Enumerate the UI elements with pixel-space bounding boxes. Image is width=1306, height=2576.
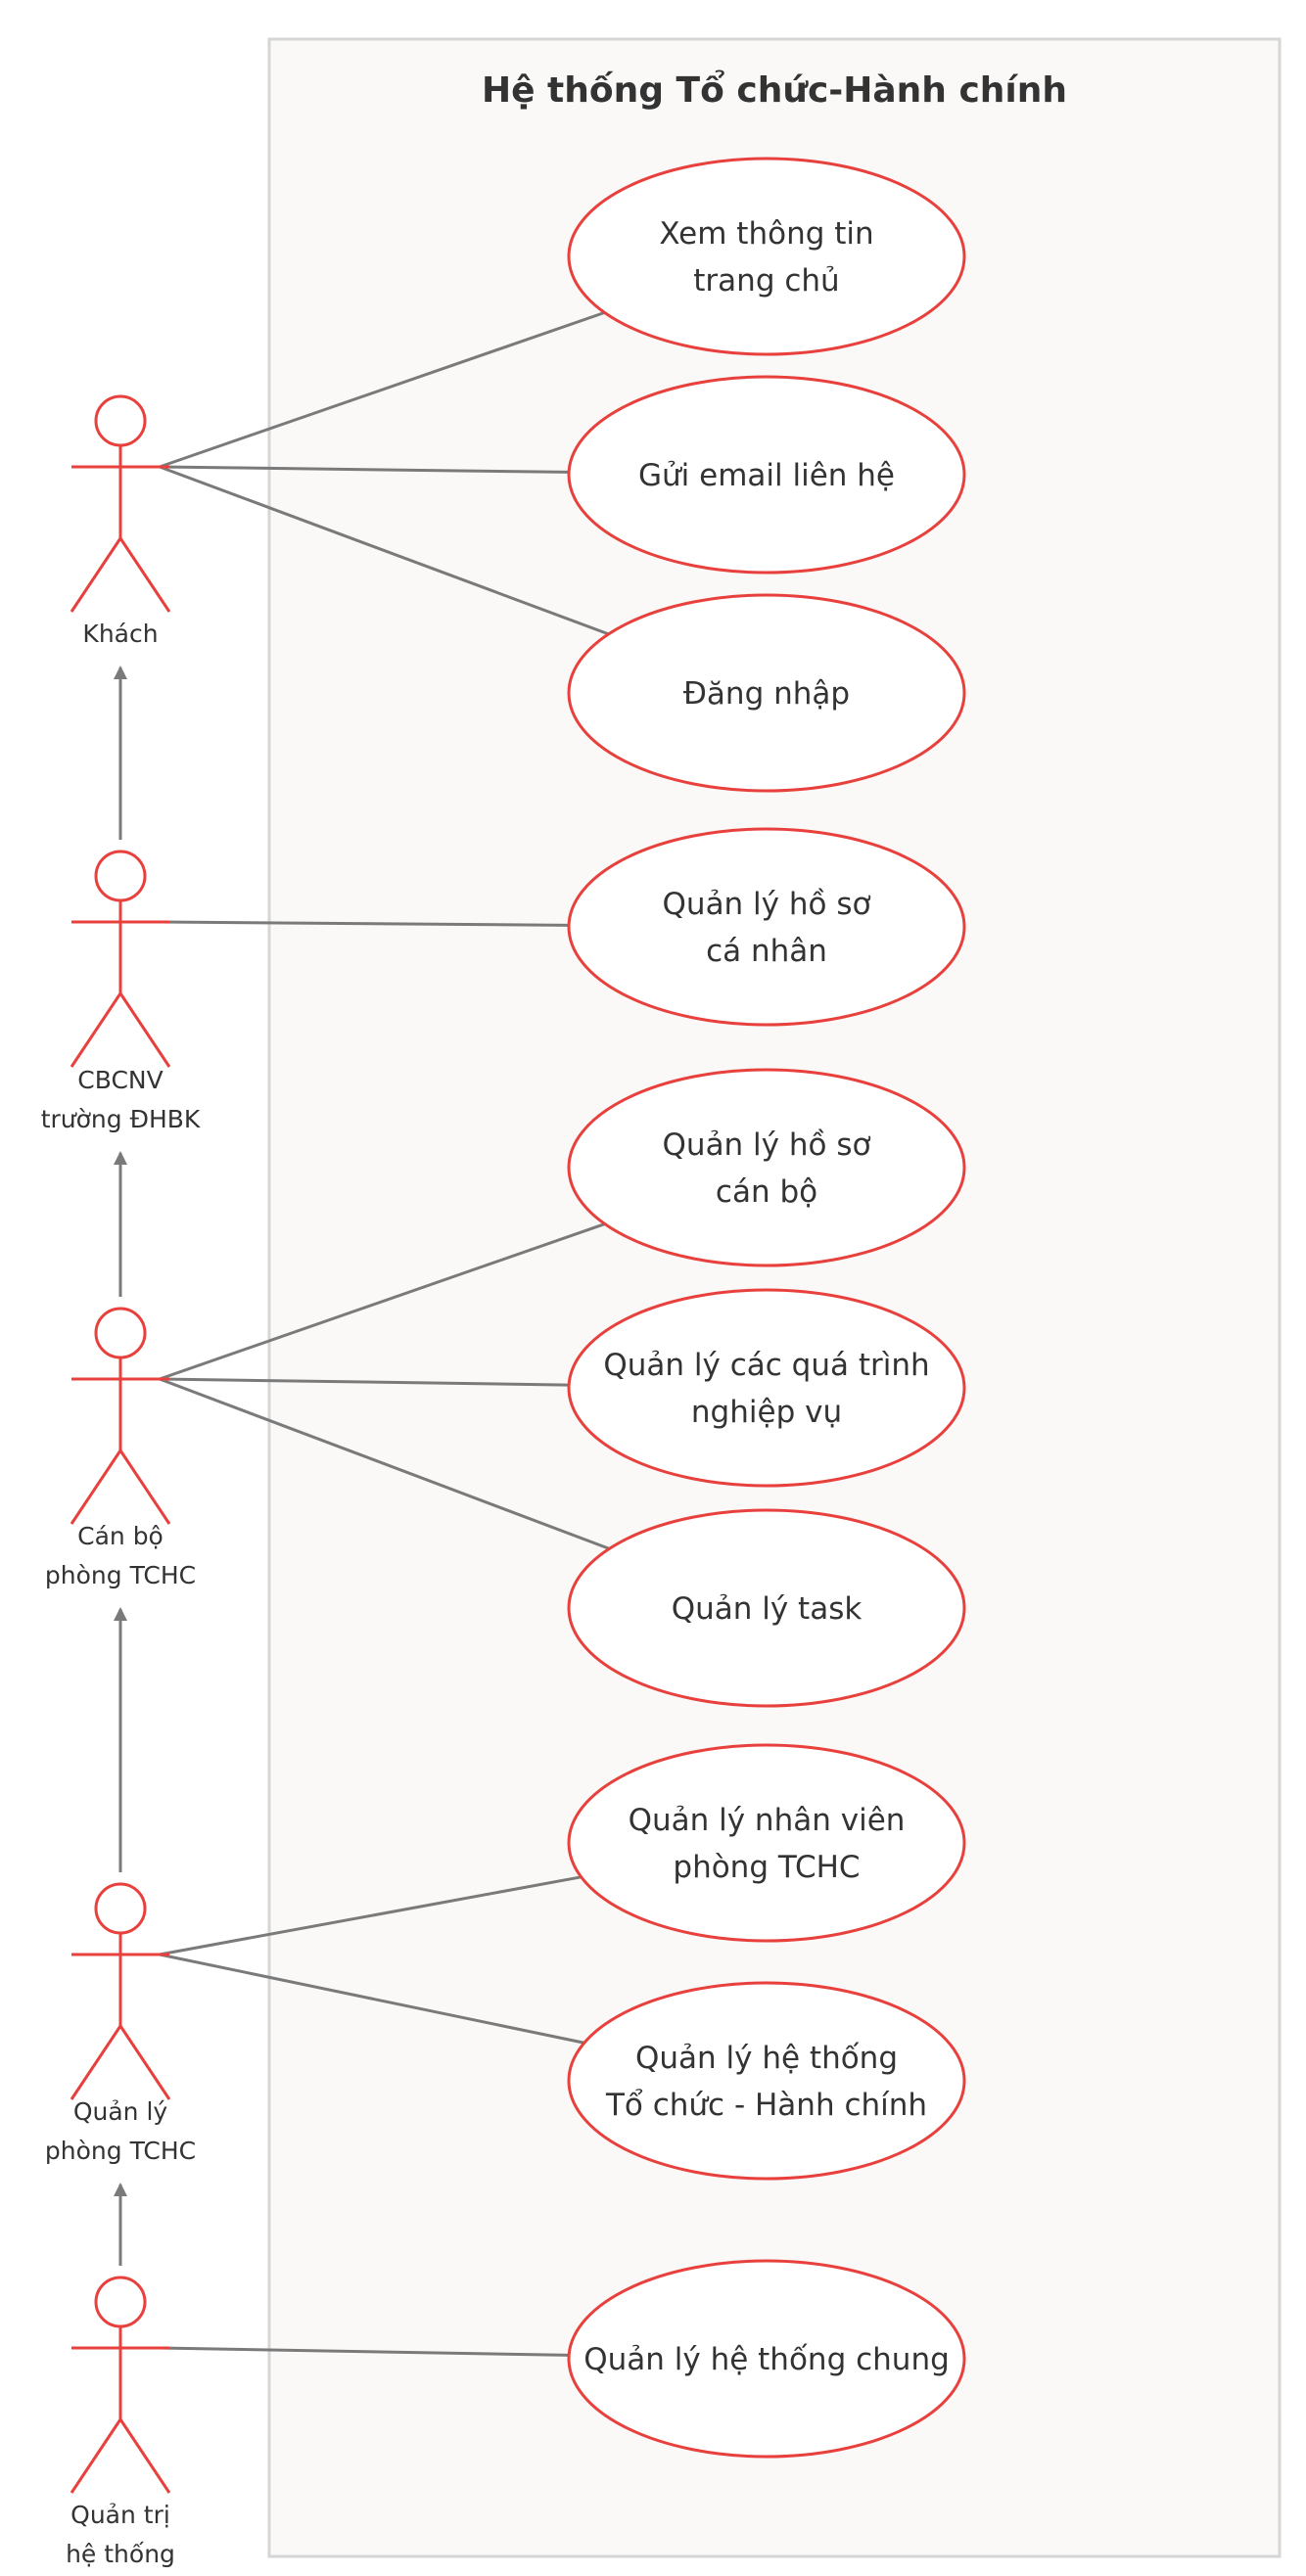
actor-head [94, 394, 147, 447]
actor-leg-left [70, 1449, 122, 1525]
usecase-uc10: Quản lý hệ thống chung [567, 2259, 966, 2459]
association-canbo-uc5 [159, 1222, 606, 1381]
actor-khach: Khách [70, 394, 171, 648]
usecase-label: Quản lý hệ thống [635, 2041, 898, 2076]
usecase-label: Quản lý hồ sơ [663, 1127, 871, 1163]
usecase-label: nghiệp vụ [691, 1395, 842, 1430]
usecase-label: Quản lý các quá trình [603, 1348, 929, 1383]
actor-quanly: Quản lý phòng TCHC [45, 1882, 196, 2165]
association-quanly-uc9 [159, 1953, 585, 2045]
usecase-label: Quản lý task [672, 1591, 863, 1627]
associations [159, 310, 610, 2357]
actor-leg-right [118, 1449, 171, 1525]
actor-leg-right [118, 2025, 171, 2100]
usecase-label: Tổ chức - Hành chính [605, 2088, 927, 2123]
actor-quantri: Quản trị hệ thống [66, 2276, 175, 2568]
actor-head [94, 850, 147, 902]
association-cbcnv-uc4 [159, 920, 570, 927]
actor-leg-right [118, 2418, 171, 2494]
usecase-ellipse [567, 1068, 966, 1267]
actor-label: Quản trị [70, 2501, 170, 2529]
usecase-uc4: Quản lý hồ sơ cá nhân [567, 827, 966, 1027]
actor-leg-right [118, 992, 171, 1068]
usecase-ellipse [567, 157, 966, 356]
usecase-ellipse [567, 1981, 966, 2181]
usecase-ellipse [567, 827, 966, 1027]
actor-label: hệ thống [66, 2540, 175, 2568]
actor-leg-left [70, 537, 122, 613]
usecase-ellipse [567, 1288, 966, 1488]
system-title: Hệ thống Tổ chức-Hành chính [482, 69, 1067, 111]
usecase-ellipse [567, 2259, 966, 2459]
actor-label: Quản lý [73, 2097, 168, 2126]
association-khach-uc1 [159, 310, 606, 469]
usecase-uc7: Quản lý task [567, 1508, 966, 1708]
usecase-uc5: Quản lý hồ sơ cán bộ [567, 1068, 966, 1267]
actor-leg-left [70, 992, 122, 1068]
usecase-label: cán bộ [716, 1174, 817, 1210]
usecase-uc8: Quản lý nhân viên phòng TCHC [567, 1743, 966, 1943]
actor-head [94, 1307, 147, 1359]
actor-head [94, 1882, 147, 1935]
usecase-label: Quản lý hồ sơ [663, 887, 871, 922]
actor-label: phòng TCHC [45, 1561, 196, 1589]
usecase-label: cá nhân [706, 934, 827, 969]
association-khach-uc2 [159, 465, 570, 474]
association-canbo-uc7 [159, 1377, 610, 1550]
usecase-uc1: Xem thông tin trang chủ [567, 157, 966, 356]
usecase-uc3: Đăng nhập [567, 593, 966, 793]
actor-leg-right [118, 537, 171, 613]
association-canbo-uc6 [159, 1377, 570, 1387]
actor-label: phòng TCHC [45, 2137, 196, 2165]
actor-label: Khách [82, 620, 158, 648]
usecase-label: trang chủ [693, 263, 839, 299]
usecase-label: Đăng nhập [683, 676, 850, 712]
actor-canbo: Cán bộ phòng TCHC [45, 1307, 196, 1589]
usecase-label: Gửi email liên hệ [638, 458, 895, 493]
association-quanly-uc8 [159, 1875, 582, 1956]
usecase-label: Xem thông tin [659, 216, 873, 252]
usecase-uc6: Quản lý các quá trình nghiệp vụ [567, 1288, 966, 1488]
usecase-ellipse [567, 375, 966, 575]
usecase-label: Quản lý nhân viên [629, 1803, 906, 1838]
actor-label: Cán bộ [77, 1522, 163, 1550]
actor-label: CBCNV [77, 1066, 163, 1094]
usecase-uc2: Gửi email liên hệ [567, 375, 966, 575]
usecase-label: phòng TCHC [673, 1850, 860, 1885]
usecase-ellipse [567, 1508, 966, 1708]
actor-head [94, 2276, 147, 2328]
actor-leg-left [70, 2418, 122, 2494]
actor-cbcnv: CBCNV trường ĐHBK [41, 850, 201, 1133]
actor-label: trường ĐHBK [41, 1105, 201, 1133]
usecase-ellipse [567, 593, 966, 793]
usecase-ellipse [567, 1743, 966, 1943]
actor-leg-left [70, 2025, 122, 2100]
usecase-label: Quản lý hệ thống chung [583, 2342, 950, 2377]
usecase-uc9: Quản lý hệ thống Tổ chức - Hành chính [567, 1981, 966, 2181]
association-quantri-uc10 [159, 2346, 570, 2357]
association-khach-uc3 [159, 465, 610, 636]
